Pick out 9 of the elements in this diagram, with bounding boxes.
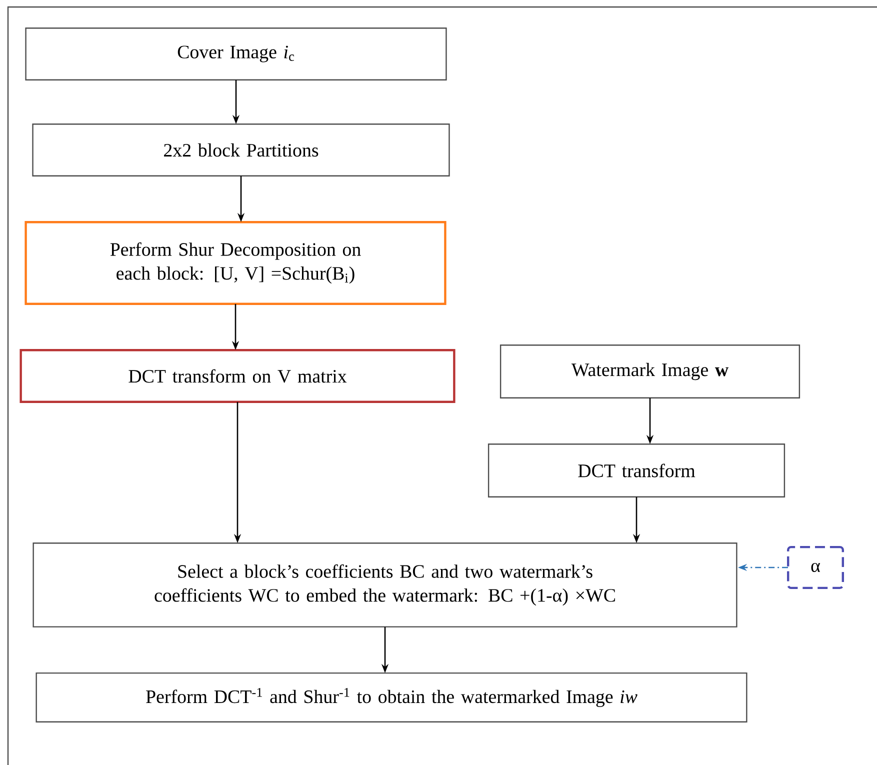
process-box: Watermark Image w [500,344,800,398]
process-box: DCT transform on V matrix [20,349,456,403]
process-box: Select a block’s coefficients BC and two watermark’s coefficients WC to embed the watermark: BC +(1-α) ×WC [32,542,738,628]
process-box: DCT transform [488,444,786,498]
process-box: Cover Image i$_{c}$ [25,28,447,80]
process-box: Perform Shur Decomposition on each block: [U, V] =Schur(B$_{i}$) [24,221,446,305]
parameter-box: α [787,546,844,590]
process-box: Perform DCT$^{-1}$ and Shur$^{-1}$ to obtain the watermarked Image iw [36,672,748,722]
process-box: 2x2 block Partitions [32,124,450,176]
